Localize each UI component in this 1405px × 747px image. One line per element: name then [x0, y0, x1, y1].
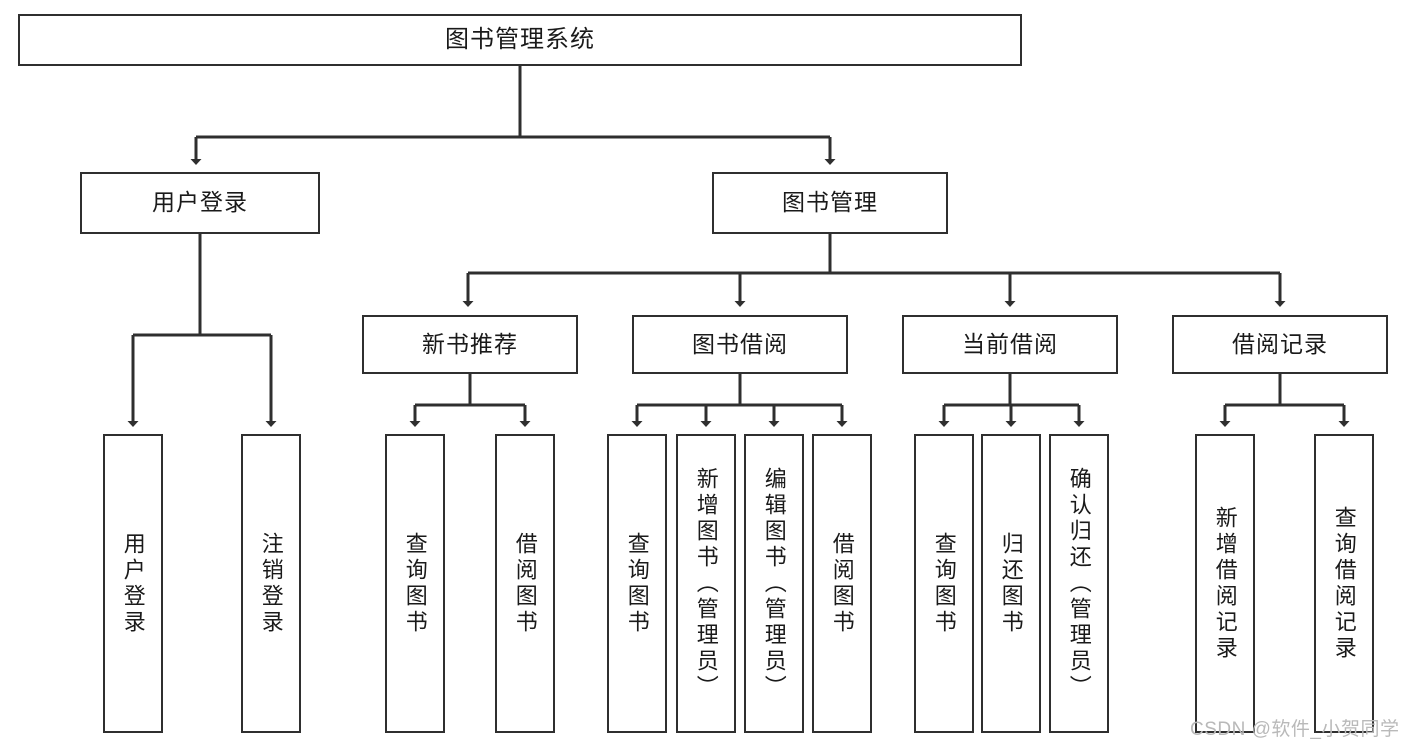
- node-label: 编辑图书（管理员）: [761, 466, 787, 701]
- leaf-add-borrow-record[interactable]: 新增借阅记录: [1195, 434, 1255, 733]
- node-label: 图书借阅: [692, 330, 788, 357]
- leaf-query-borrow-record[interactable]: 查询借阅记录: [1314, 434, 1374, 733]
- node-book-management[interactable]: 图书管理: [712, 172, 948, 234]
- node-borrow-records[interactable]: 借阅记录: [1172, 315, 1388, 374]
- csdn-watermark: CSDN @软件_小贺同学: [1190, 719, 1400, 740]
- node-label: 借阅图书: [829, 531, 855, 636]
- leaf-query-book-current[interactable]: 查询图书: [914, 434, 974, 733]
- leaf-confirm-return-admin[interactable]: 确认归还（管理员）: [1049, 434, 1109, 733]
- node-label: 图书管理系统: [445, 25, 595, 53]
- node-label: 查询图书: [931, 531, 957, 636]
- node-label: 新增图书（管理员）: [693, 466, 719, 701]
- leaf-query-book-new[interactable]: 查询图书: [385, 434, 445, 733]
- node-label: 用户登录: [152, 189, 248, 216]
- leaf-logout[interactable]: 注销登录: [241, 434, 301, 733]
- leaf-borrow-book-new[interactable]: 借阅图书: [495, 434, 555, 733]
- node-user-login[interactable]: 用户登录: [80, 172, 320, 234]
- node-label: 图书管理: [782, 189, 878, 216]
- node-label: 用户登录: [120, 531, 146, 636]
- leaf-add-book-admin[interactable]: 新增图书（管理员）: [676, 434, 736, 733]
- node-new-book-recommend[interactable]: 新书推荐: [362, 315, 578, 374]
- node-label: 查询图书: [624, 531, 650, 636]
- node-label: 新书推荐: [422, 330, 518, 357]
- leaf-borrow-book[interactable]: 借阅图书: [812, 434, 872, 733]
- node-book-borrow[interactable]: 图书借阅: [632, 315, 848, 374]
- node-label: 归还图书: [998, 531, 1024, 636]
- node-label: 借阅图书: [512, 531, 538, 636]
- node-label: 当前借阅: [962, 330, 1058, 357]
- node-label: 借阅记录: [1232, 330, 1328, 357]
- leaf-edit-book-admin[interactable]: 编辑图书（管理员）: [744, 434, 804, 733]
- node-label: 注销登录: [258, 531, 284, 636]
- node-label: 确认归还（管理员）: [1066, 466, 1092, 701]
- node-label: 查询图书: [402, 531, 428, 636]
- leaf-return-book[interactable]: 归还图书: [981, 434, 1041, 733]
- node-label: 查询借阅记录: [1331, 505, 1357, 662]
- leaf-query-book-borrow[interactable]: 查询图书: [607, 434, 667, 733]
- node-root-book-management-system[interactable]: 图书管理系统: [18, 14, 1022, 66]
- node-label: 新增借阅记录: [1212, 505, 1238, 662]
- node-current-borrow[interactable]: 当前借阅: [902, 315, 1118, 374]
- leaf-user-login[interactable]: 用户登录: [103, 434, 163, 733]
